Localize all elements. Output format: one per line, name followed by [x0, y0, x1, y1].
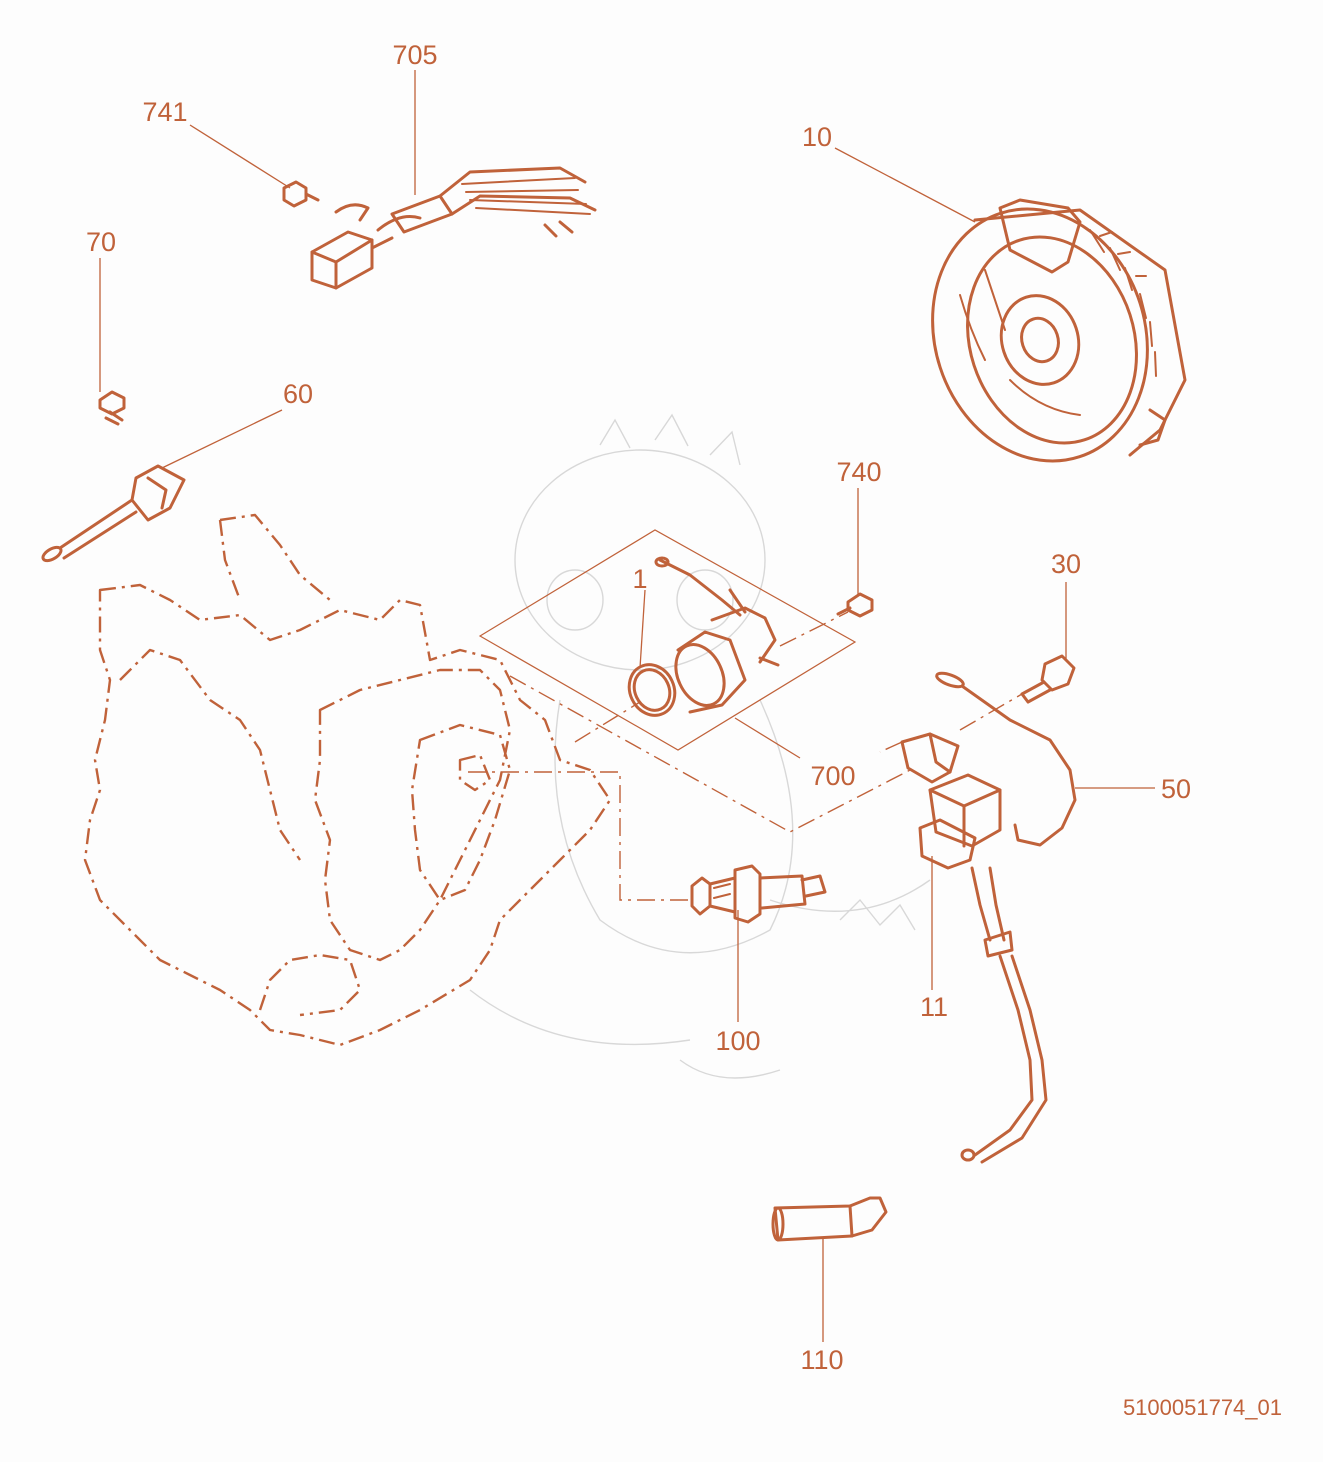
cable-part-50 — [935, 671, 1077, 847]
solenoid-part-1 — [627, 556, 780, 717]
wiring-harness-part-705 — [310, 166, 597, 290]
callout-100: 100 — [715, 1026, 760, 1056]
watermark-figure — [469, 413, 931, 1079]
screw-part-70 — [98, 390, 126, 426]
engine-phantom-outline — [83, 513, 612, 1047]
sensor-part-60 — [41, 464, 186, 563]
leader-lines — [99, 70, 1155, 1342]
document-id: 5100051774_01 — [1123, 1395, 1282, 1420]
flywheel-part-10 — [931, 198, 1187, 463]
callout-60: 60 — [283, 379, 313, 409]
callout-1: 1 — [632, 564, 647, 594]
spark-plug-part-100 — [690, 864, 827, 924]
callout-700: 700 — [810, 761, 855, 791]
callout-70: 70 — [86, 227, 116, 257]
kit-box-part-700 — [478, 529, 857, 751]
callout-labels: 705 741 10 70 60 740 1 30 50 700 100 11 … — [86, 40, 1191, 1375]
callout-10: 10 — [802, 122, 832, 152]
bolt-part-30 — [1020, 654, 1076, 704]
callout-740: 740 — [836, 457, 881, 487]
callout-50: 50 — [1161, 774, 1191, 804]
ignition-coil-part-11 — [900, 732, 1048, 1164]
callout-30: 30 — [1051, 549, 1081, 579]
assembly-centerlines — [468, 611, 1023, 901]
bolt-part-740 — [836, 592, 874, 618]
callout-11: 11 — [920, 992, 948, 1022]
boot-part-110 — [771, 1196, 888, 1242]
callout-741: 741 — [142, 97, 187, 127]
callout-705: 705 — [392, 40, 437, 70]
callout-110: 110 — [800, 1345, 843, 1375]
bolt-part-741 — [282, 180, 320, 208]
